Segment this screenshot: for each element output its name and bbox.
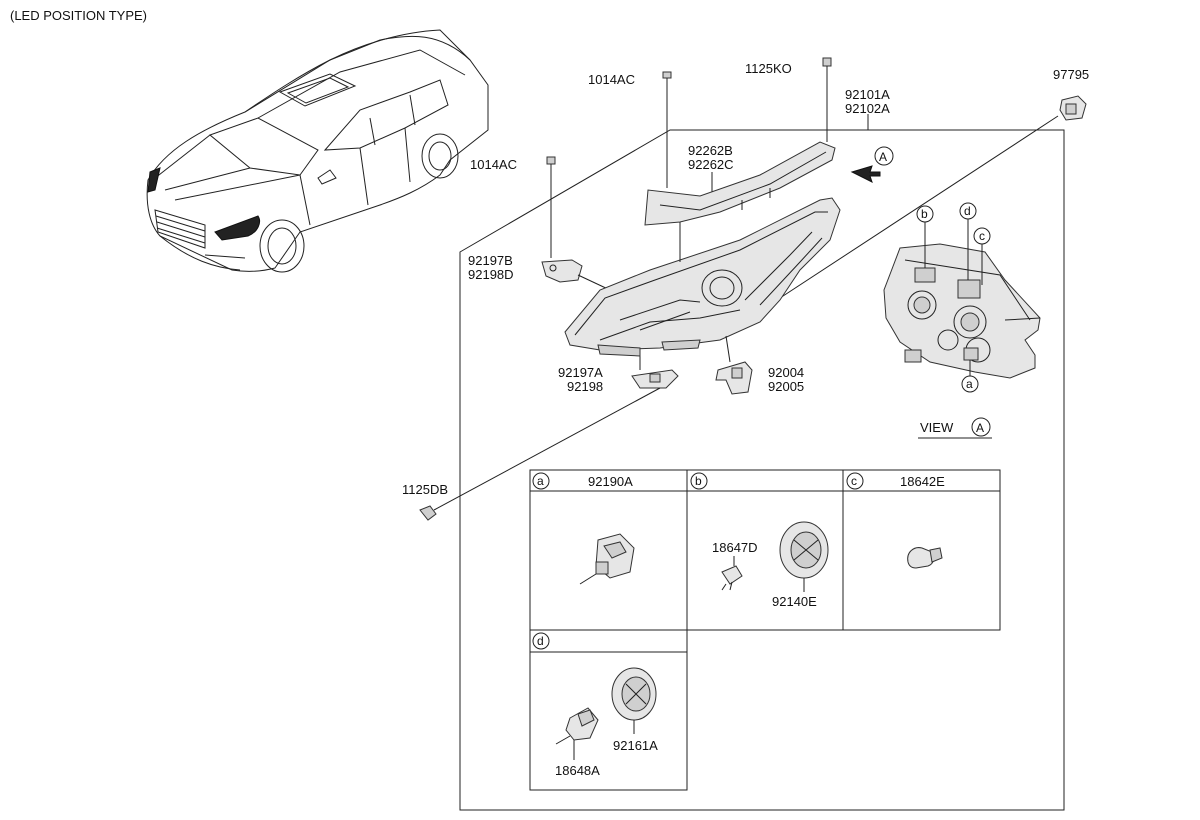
label-1125db: 1125DB (402, 482, 448, 497)
svg-text:d: d (964, 204, 971, 218)
label-92004: 92004 (768, 365, 804, 380)
label-92101a: 92101A (845, 87, 890, 102)
led-module-icon (579, 533, 635, 585)
wedge-bulb-icon (907, 547, 943, 569)
headlamp-assembly (564, 197, 841, 357)
label-92005: 92005 (768, 379, 804, 394)
bulb-icon (721, 556, 743, 591)
upper-bracket-92262b (644, 141, 836, 226)
detail-b-bulb-label: 18647D (712, 540, 758, 555)
svg-text:a: a (537, 474, 544, 488)
label-92198d: 92198D (468, 267, 514, 282)
detail-c: c 18642E (846, 472, 945, 569)
label-92262b: 92262B (688, 143, 733, 158)
detail-b-cap-label: 92140E (772, 594, 817, 609)
diagram-title: (LED POSITION TYPE) (10, 8, 147, 23)
dust-cap-icon (779, 521, 829, 592)
label-1125ko: 1125KO (745, 61, 792, 76)
screw-1125db (419, 505, 437, 521)
bracket-92004 (715, 361, 753, 395)
label-92197b: 92197B (468, 253, 513, 268)
label-1014ac-top: 1014AC (588, 72, 635, 87)
h-bulb-icon (555, 707, 599, 760)
headlamp-rear-view (883, 243, 1041, 379)
svg-text:b: b (921, 207, 928, 221)
view-a-arrow: A (850, 146, 894, 183)
svg-text:c: c (979, 229, 985, 243)
svg-text:c: c (851, 474, 857, 488)
arrow-letter: A (879, 150, 887, 164)
view-marker-b: b (916, 205, 934, 268)
detail-a-part: 92190A (588, 474, 633, 489)
view-marker-c: c (973, 227, 991, 285)
svg-text:b: b (695, 474, 702, 488)
screw-1014ac-left (546, 156, 556, 258)
svg-text:d: d (537, 634, 544, 648)
svg-text:a: a (966, 377, 973, 391)
screw-1125ko (822, 57, 832, 142)
bracket-92197b (541, 259, 583, 283)
detail-d-bulb-label: 18648A (555, 763, 600, 778)
detail-d-cap-label: 92161A (613, 738, 658, 753)
detail-d: d 18648A 92161A (532, 632, 658, 778)
svg-text:A: A (976, 421, 984, 435)
view-marker-d: d (959, 202, 977, 280)
view-a-label: VIEW A (918, 417, 992, 439)
label-97795: 97795 (1053, 67, 1089, 82)
part-97795 (1059, 95, 1087, 121)
label-92102a: 92102A (845, 101, 890, 116)
view-marker-a: a (961, 360, 979, 393)
detail-table (529, 469, 1001, 791)
detail-a: a 92190A (532, 472, 635, 585)
bracket-92197a (631, 369, 679, 389)
label-92262c: 92262C (688, 157, 734, 172)
screw-1014ac-top (662, 71, 672, 188)
detail-c-part: 18642E (900, 474, 945, 489)
label-1014ac-left: 1014AC (470, 157, 517, 172)
label-92198: 92198 (567, 379, 603, 394)
svg-text:VIEW: VIEW (920, 420, 954, 435)
detail-b: b 18647D 92140E (690, 472, 829, 609)
assembly-frame (459, 129, 1065, 811)
car-illustration (146, 29, 489, 273)
label-92197a: 92197A (558, 365, 603, 380)
d-dust-cap-icon (611, 667, 657, 734)
